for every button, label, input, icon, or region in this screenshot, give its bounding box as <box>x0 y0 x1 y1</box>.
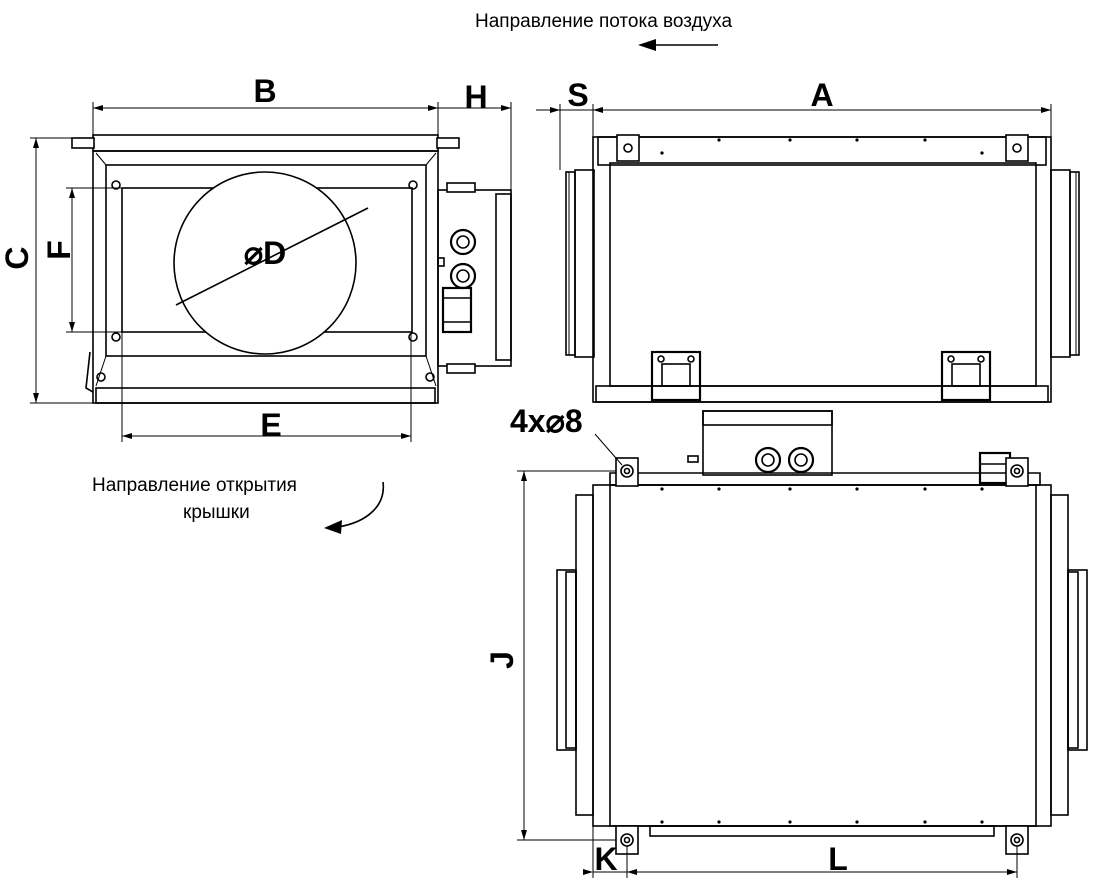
dimension-label-l: L <box>828 841 848 877</box>
lid-opening-arrow <box>324 481 385 534</box>
dimension-label-e: E <box>260 407 281 443</box>
dimension-label-j: J <box>484 651 520 669</box>
dimension-label-b: B <box>253 73 276 109</box>
dimension-label-a: A <box>810 77 833 113</box>
top-view <box>556 410 1088 855</box>
dimension-label-h: H <box>464 79 487 115</box>
front-dimension-lines <box>30 102 512 442</box>
side-dimension-lines <box>536 104 1052 170</box>
airflow-arrow <box>638 39 718 51</box>
front-view <box>71 134 512 404</box>
dimension-label-s: S <box>567 77 588 113</box>
hole-callout-label: 4x⌀8 <box>510 403 583 439</box>
airflow-direction-label: Направление потока воздуха <box>475 11 732 32</box>
dimension-label-k: K <box>594 841 617 877</box>
lid-opening-label-line1: Направление открытия <box>92 475 297 496</box>
dimension-label-c: C <box>0 246 35 269</box>
dimension-label-f: F <box>41 240 77 260</box>
side-view <box>565 134 1080 403</box>
top-dimension-lines <box>517 433 1018 878</box>
lid-opening-label-line2: крышки <box>183 502 250 523</box>
dimension-label-d: ⌀D <box>244 235 286 271</box>
